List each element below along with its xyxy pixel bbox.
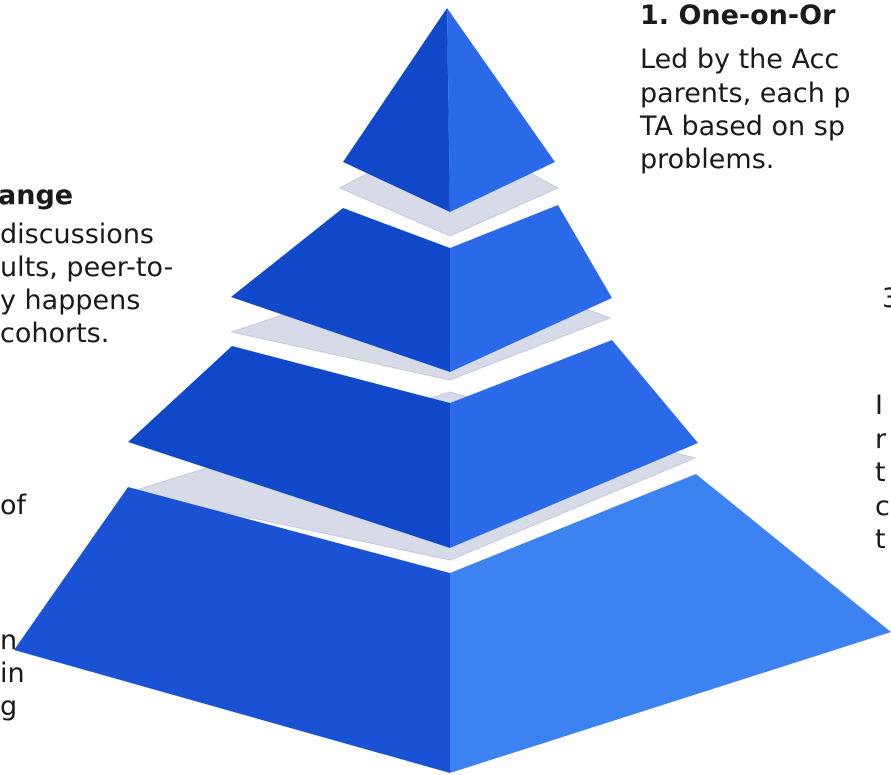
tier-3-left [128, 346, 450, 548]
tier-1-left [343, 8, 450, 212]
tier-2-right [450, 205, 612, 372]
right-heading: 1. One-on-Or [640, 0, 836, 31]
tier-2-left [231, 208, 450, 372]
right-line-1: Led by the Acc [640, 44, 840, 75]
right-fragment-2: I [875, 390, 883, 421]
right-fragment-4: t [875, 457, 886, 488]
tier-4-right [450, 474, 891, 773]
right-fragment-5: c [875, 491, 890, 522]
tier-4-left [14, 487, 450, 773]
left-fragment-2: n [0, 625, 18, 656]
right-line-4: problems. [640, 144, 775, 175]
right-line-3: TA based on sp [640, 111, 845, 142]
left-fragment-3: in [0, 658, 25, 689]
tier-3-right [450, 340, 698, 548]
right-fragment-1: 3 [882, 283, 891, 314]
left-line-1: discussions [0, 219, 154, 250]
left-line-3: y happens [0, 285, 141, 316]
tier-1-right [447, 8, 555, 212]
left-fragment-4: g [0, 691, 18, 722]
left-line-4: cohorts. [0, 318, 110, 349]
right-fragment-3: r [875, 424, 887, 455]
left-heading: ange [0, 180, 74, 211]
right-fragment-6: t [875, 524, 886, 555]
left-line-2: ults, peer-to- [0, 252, 174, 283]
left-fragment-1: of [0, 490, 27, 521]
right-line-2: parents, each p [640, 78, 851, 109]
